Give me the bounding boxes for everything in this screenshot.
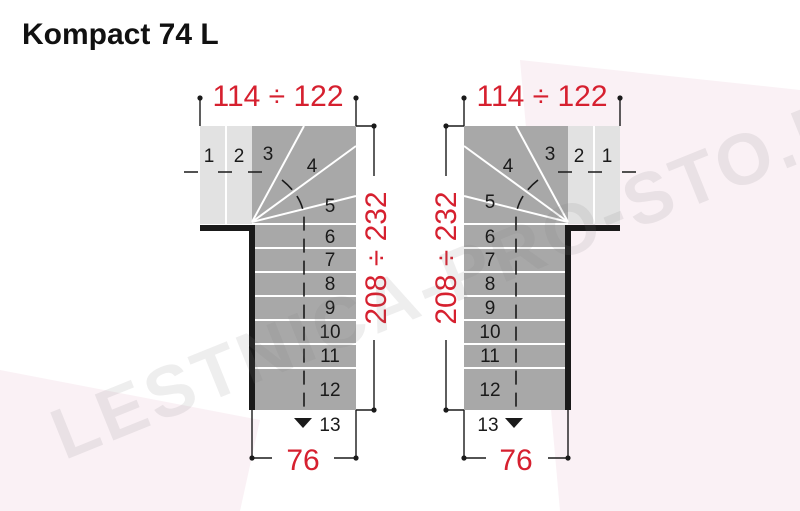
left-dim-dot bbox=[249, 455, 255, 461]
right-winder-line bbox=[463, 145, 569, 223]
right-walking-line bbox=[515, 171, 636, 410]
left-dim-dot bbox=[197, 95, 203, 101]
left-step-number: 6 bbox=[325, 227, 336, 248]
right-dim-dot bbox=[461, 95, 467, 101]
right-winder-block bbox=[464, 126, 568, 224]
left-dim-dot bbox=[353, 95, 359, 101]
left-step-number: 1 bbox=[204, 146, 215, 167]
left-winder-line bbox=[251, 195, 357, 223]
left-stair: 1 2 3 4 5 6 7 8 9 10 11 12 13 114 ÷ 122 … bbox=[184, 80, 393, 477]
left-dim-dot bbox=[353, 455, 359, 461]
right-step-number: 12 bbox=[479, 380, 500, 401]
right-step-number: 10 bbox=[479, 322, 500, 343]
right-dim-dot bbox=[461, 455, 467, 461]
left-dim-top bbox=[199, 96, 357, 126]
right-dim-top-label: 114 ÷ 122 bbox=[476, 80, 607, 113]
left-wall bbox=[200, 225, 255, 410]
right-wall bbox=[565, 225, 620, 410]
right-direction-arrow-icon bbox=[505, 418, 523, 428]
left-walking-line bbox=[184, 171, 305, 410]
left-step-number: 13 bbox=[319, 415, 340, 436]
left-step-number: 4 bbox=[307, 156, 318, 177]
left-step-number: 12 bbox=[319, 380, 340, 401]
right-dim-bottom-label: 76 bbox=[499, 444, 532, 477]
left-dim-dot bbox=[371, 123, 377, 129]
left-step-number: 5 bbox=[325, 196, 336, 217]
right-dim-dot bbox=[617, 95, 623, 101]
left-step-number: 8 bbox=[325, 274, 336, 295]
left-dim-dot bbox=[371, 407, 377, 413]
right-winder-line bbox=[515, 125, 569, 223]
background-tint-shape bbox=[0, 370, 260, 511]
right-dim-dot bbox=[443, 123, 449, 129]
right-dim-bottom bbox=[463, 410, 569, 460]
right-step-number: 3 bbox=[545, 144, 556, 165]
left-dim-bottom-label: 76 bbox=[286, 444, 319, 477]
left-winder-line bbox=[251, 145, 357, 223]
left-winder-block bbox=[252, 126, 356, 224]
right-dim-dot bbox=[443, 407, 449, 413]
right-step-number: 2 bbox=[574, 146, 585, 167]
left-step-number: 2 bbox=[234, 146, 245, 167]
left-dim-side-label: 208 ÷ 232 bbox=[360, 191, 393, 324]
right-step-number: 11 bbox=[480, 346, 500, 367]
right-step-number: 9 bbox=[485, 298, 496, 319]
left-dim-top-label: 114 ÷ 122 bbox=[212, 80, 343, 113]
right-dim-top bbox=[463, 96, 621, 126]
left-step-number: 11 bbox=[320, 346, 340, 367]
right-step-number: 4 bbox=[503, 156, 514, 177]
right-dim-side-label: 208 ÷ 232 bbox=[430, 191, 463, 324]
left-dim-bottom bbox=[251, 410, 357, 460]
right-step-number: 7 bbox=[485, 250, 496, 271]
right-step-number: 6 bbox=[485, 227, 496, 248]
left-step-number: 7 bbox=[325, 250, 336, 271]
left-step-number: 9 bbox=[325, 298, 336, 319]
right-step-number: 1 bbox=[602, 146, 613, 167]
right-step-number: 8 bbox=[485, 274, 496, 295]
right-step-number: 13 bbox=[477, 415, 498, 436]
left-winder-line bbox=[251, 125, 305, 223]
left-step-number: 3 bbox=[263, 144, 274, 165]
right-winder-line bbox=[463, 195, 569, 223]
right-dim-dot bbox=[565, 455, 571, 461]
left-step-number: 10 bbox=[319, 322, 340, 343]
page-title: Kompact 74 L bbox=[22, 18, 219, 51]
left-direction-arrow-icon bbox=[294, 418, 312, 428]
right-step-number: 5 bbox=[485, 192, 496, 213]
right-stair: 1 2 3 4 5 6 7 8 9 10 11 12 13 114 ÷ 122 … bbox=[430, 80, 636, 477]
